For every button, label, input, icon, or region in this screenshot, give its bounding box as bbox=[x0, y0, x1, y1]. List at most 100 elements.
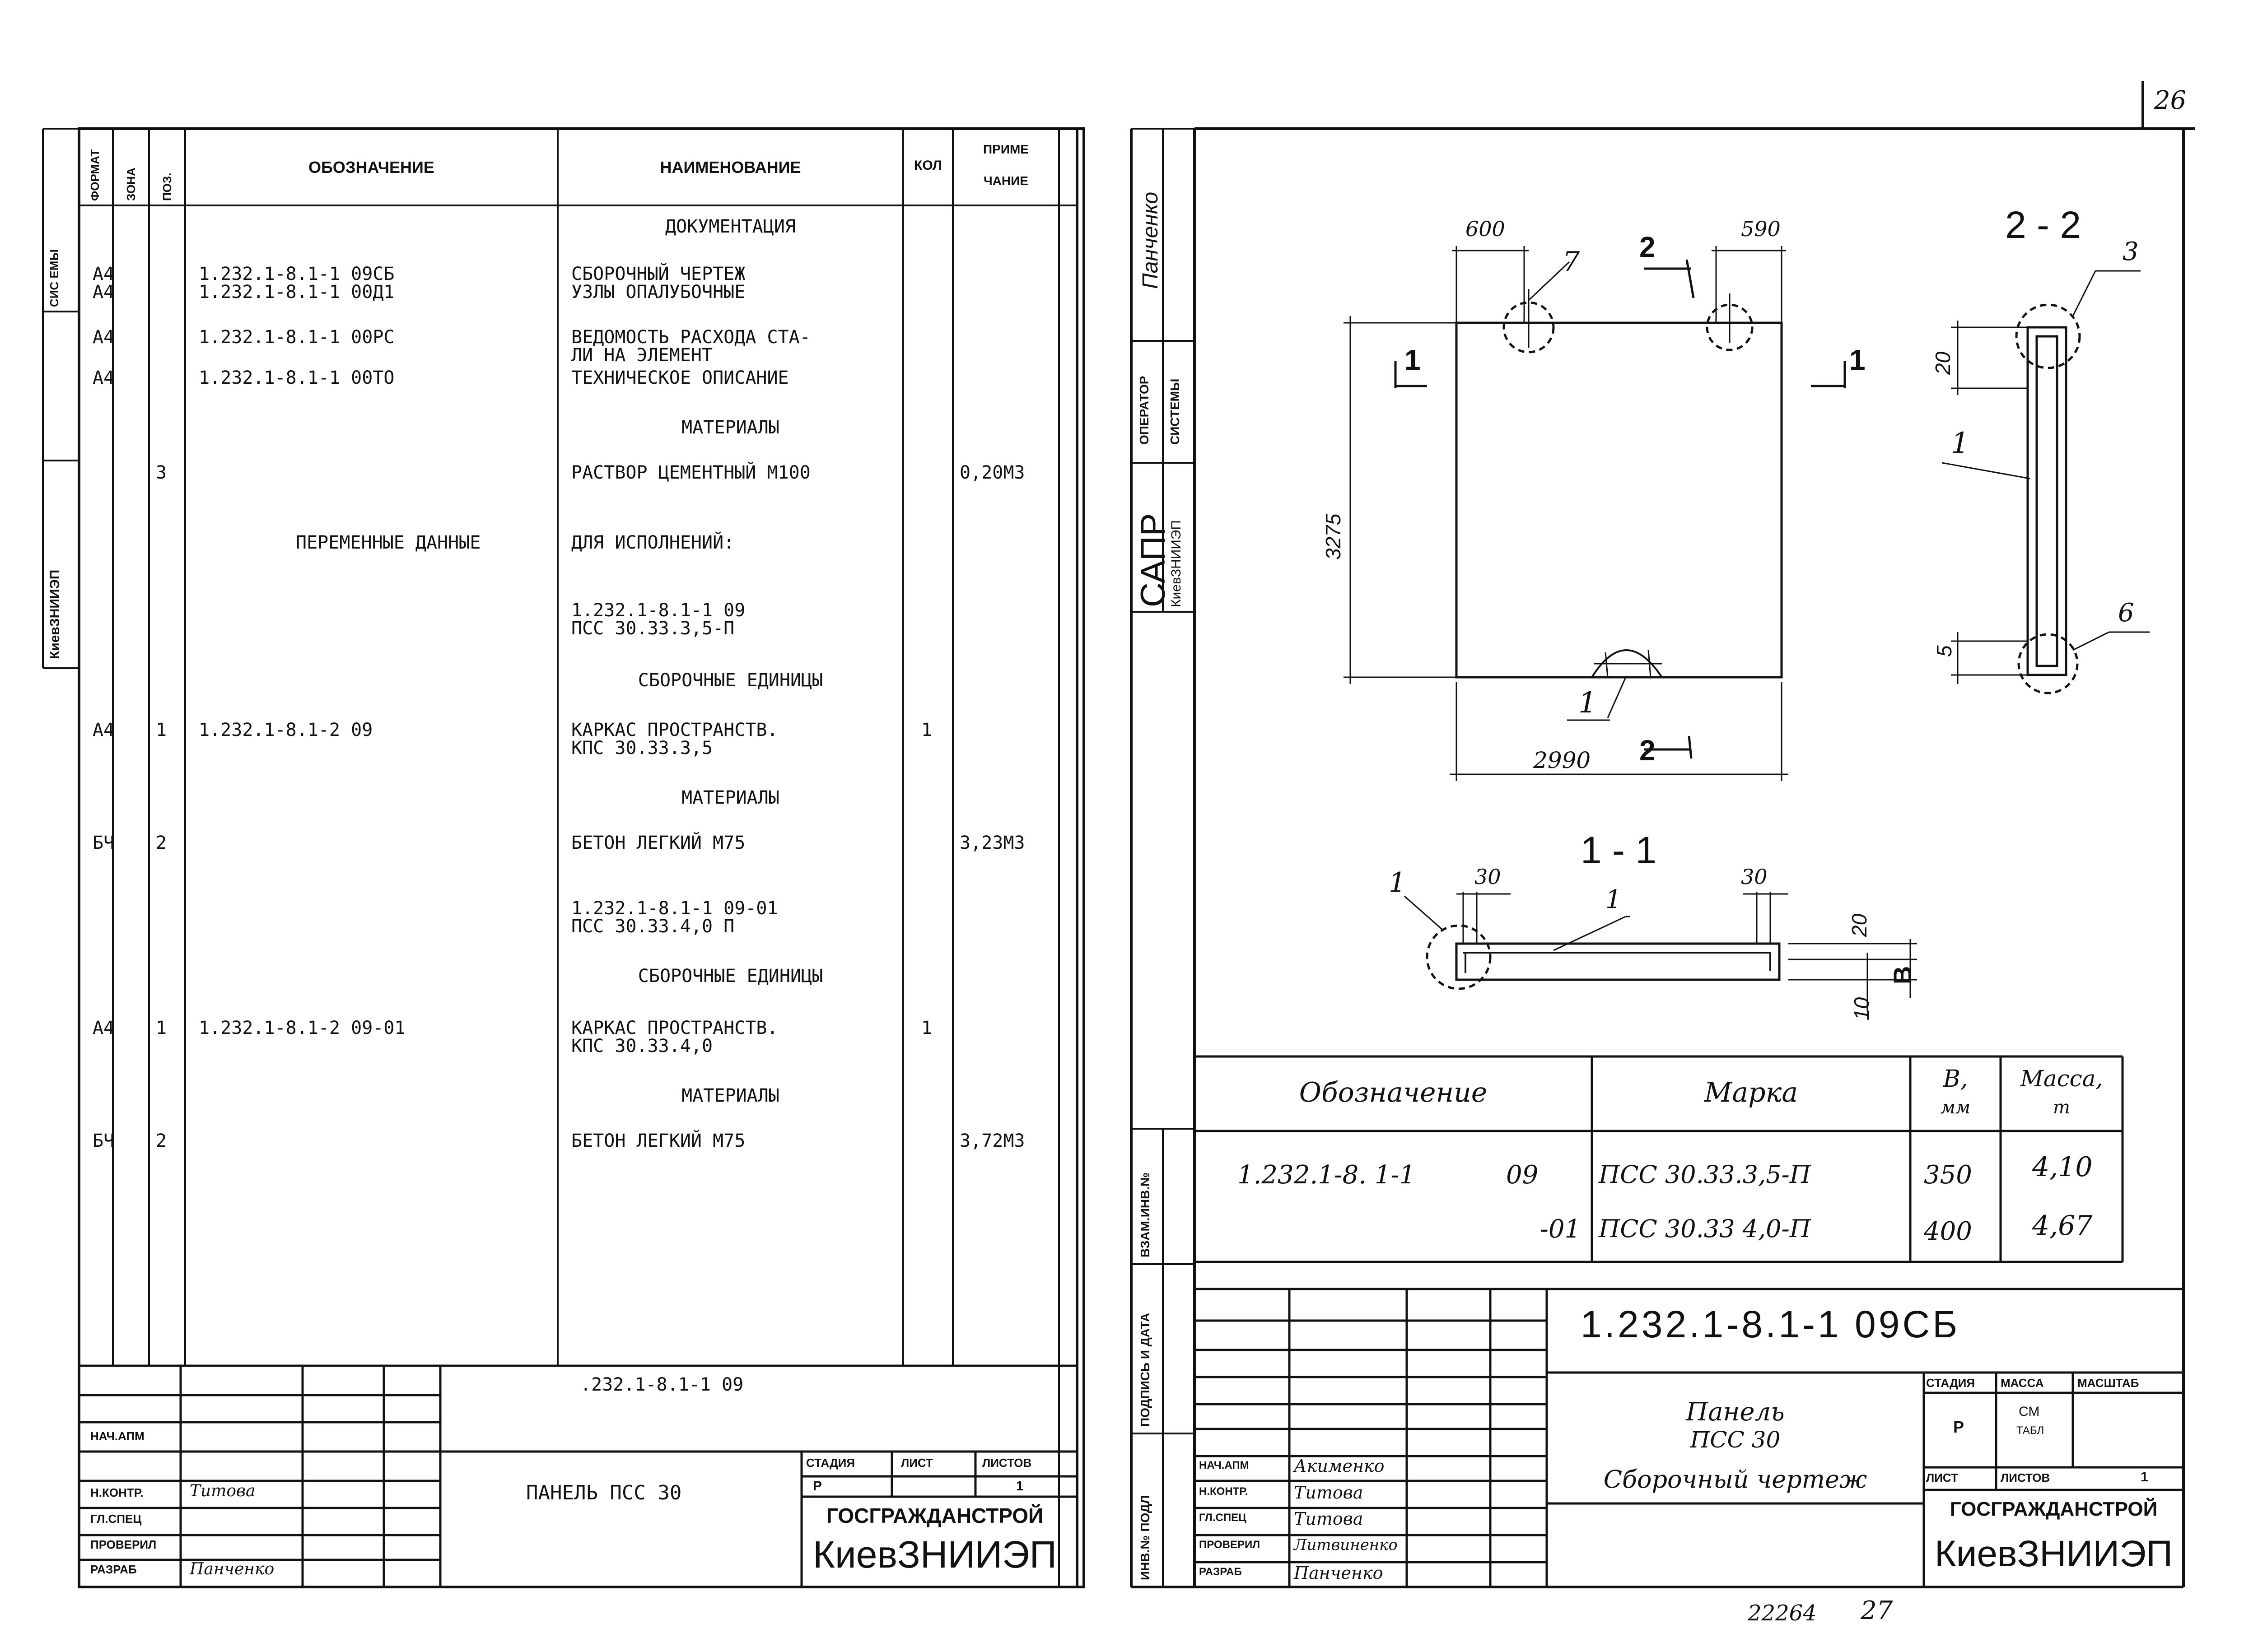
spec-cell-name: ДЛЯ ИСПОЛНЕНИЙ: bbox=[571, 532, 735, 553]
variant-1-mark: ПСС 30.33 4,0-П bbox=[1599, 1215, 1811, 1243]
dim-590: 590 bbox=[1741, 217, 1781, 241]
left-name-1: Титова bbox=[190, 1482, 256, 1500]
section-1-1 bbox=[1404, 892, 1917, 1011]
header-zone: ЗОНА bbox=[124, 168, 138, 201]
right-org-2: КиевЗНИИЭП bbox=[1934, 1533, 2173, 1574]
left-sheets: 1 bbox=[1016, 1479, 1024, 1494]
spec-cell-name: КПС 30.33.3,5 bbox=[571, 738, 713, 759]
spec-cell-pos: 2 bbox=[156, 1131, 167, 1151]
spec-cell-qty: 1 bbox=[921, 1018, 933, 1038]
variants-header-mass-unit: т bbox=[2053, 1097, 2070, 1118]
mark-1-section: 1 bbox=[1951, 427, 1969, 460]
footer-order: 22264 bbox=[1748, 1601, 1817, 1626]
spec-cell-name: КАРКАС ПРОСТРАНСТВ. bbox=[571, 720, 778, 740]
variant-0-mass: 4,10 bbox=[2032, 1151, 2093, 1183]
spec-cell-name: МАТЕРИАЛЫ bbox=[681, 1085, 779, 1106]
spec-cell-designation: 1.232.1-8.1-2 09 bbox=[199, 720, 373, 740]
spec-cell-qty: 1 bbox=[921, 720, 933, 740]
right-sheets-header: ЛИСТОВ bbox=[2001, 1471, 2050, 1484]
spec-cell-format: А4 bbox=[93, 368, 115, 388]
spec-cell-format: А4 bbox=[93, 1018, 115, 1038]
right-role-3: ПРОВЕРИЛ bbox=[1199, 1539, 1260, 1551]
right-title-3: Сборочный чертеж bbox=[1603, 1465, 1867, 1494]
variants-header-b: В, bbox=[1943, 1066, 1968, 1093]
mark-6: 6 bbox=[2118, 598, 2134, 628]
right-stage-header: СТАДИЯ bbox=[1926, 1376, 1975, 1390]
left-sheet-header: ЛИСТ bbox=[901, 1456, 933, 1470]
right-name-1: Титова bbox=[1294, 1483, 1363, 1503]
spec-cell-designation: 1.232.1-8.1-1 09СБ bbox=[199, 264, 395, 284]
right-name-3: Литвиненко bbox=[1294, 1536, 1398, 1554]
spec-cell-pos: 1 bbox=[156, 720, 167, 740]
spec-cell-name: БЕТОН ЛЕГКИЙ М75 bbox=[571, 1131, 746, 1151]
section-mark-2-bottom: 2 bbox=[1639, 734, 1656, 767]
page-number: 26 bbox=[2154, 86, 2187, 115]
variant-0-mark: ПСС 30.33.3,5-П bbox=[1599, 1160, 1811, 1189]
spec-cell-designation: 1.232.1-8.1-1 00ТО bbox=[199, 368, 395, 388]
right-name-0: Акименко bbox=[1294, 1456, 1385, 1476]
variants-header-mass: Масса, bbox=[2020, 1066, 2103, 1092]
dim-20-section: 20 bbox=[1931, 351, 1955, 375]
header-format: ФОРМАТ bbox=[88, 149, 102, 201]
section-mark-2-top: 2 bbox=[1639, 231, 1656, 263]
spec-cell-name: РАСТВОР ЦЕМЕНТНЫЙ М100 bbox=[571, 462, 811, 483]
spec-cell-name: ДОКУМЕНТАЦИЯ bbox=[665, 216, 796, 237]
dim-600: 600 bbox=[1465, 217, 1505, 241]
dim-3275: 3275 bbox=[1321, 513, 1345, 560]
spec-cell-note: 0,20М3 bbox=[960, 462, 1025, 483]
spec-cell-format: БЧ bbox=[93, 833, 115, 853]
spec-cell-format: А4 bbox=[93, 327, 115, 348]
header-pos: ПОЗ. bbox=[160, 172, 174, 201]
spec-cell-name: МАТЕРИАЛЫ bbox=[681, 787, 779, 808]
dim-30-left: 30 bbox=[1474, 865, 1501, 889]
right-name-2: Титова bbox=[1294, 1509, 1363, 1529]
spec-cell-format: БЧ bbox=[93, 1131, 115, 1151]
section-1-1-title: 1 - 1 bbox=[1581, 829, 1657, 871]
dim-B: В bbox=[1888, 966, 1917, 984]
stamp-dept-2: СИСТЕМЫ bbox=[1168, 378, 1182, 445]
side-org-label: КиевЗНИИЭП bbox=[47, 569, 62, 659]
spec-cell-name: ВЕДОМОСТЬ РАСХОДА СТА- bbox=[571, 327, 811, 348]
spec-cell-name: СБОРОЧНЫЕ ЕДИНИЦЫ bbox=[638, 670, 823, 691]
right-title-2: ПСС 30 bbox=[1690, 1427, 1781, 1453]
right-role-0: НАЧ.АПМ bbox=[1199, 1459, 1249, 1471]
mark-7: 7 bbox=[1563, 246, 1580, 278]
dim-10: 10 bbox=[1850, 997, 1873, 1020]
right-role-2: ГЛ.СПЕЦ bbox=[1199, 1512, 1246, 1524]
spec-cell-name: ЛИ НА ЭЛЕМЕНТ bbox=[571, 345, 713, 366]
header-note-2: ЧАНИЕ bbox=[984, 174, 1028, 188]
header-designation: ОБОЗНАЧЕНИЕ bbox=[308, 158, 434, 177]
panel-elevation bbox=[1344, 246, 1846, 781]
right-role-4: РАЗРАБ bbox=[1199, 1566, 1242, 1578]
dim-30-right: 30 bbox=[1741, 865, 1768, 889]
section-mark-1-right: 1 bbox=[1849, 344, 1866, 376]
right-sheet-header: ЛИСТ bbox=[1926, 1471, 1958, 1484]
left-role-3: ПРОВЕРИЛ bbox=[90, 1538, 157, 1551]
mark-1-top: 1 bbox=[1605, 885, 1622, 914]
section-2-2 bbox=[1941, 270, 2150, 694]
left-sheets-header: ЛИСТОВ bbox=[982, 1456, 1032, 1470]
variant-0-suffix: 09 bbox=[1506, 1160, 1539, 1190]
footer-num: 27 bbox=[1861, 1596, 1893, 1625]
variants-header-b-unit: мм bbox=[1940, 1097, 1971, 1118]
dim-5: 5 bbox=[1932, 645, 1956, 657]
spec-cell-name: МАТЕРИАЛЫ bbox=[681, 417, 779, 438]
spec-cell-designation: 1.232.1-8.1-1 00РС bbox=[199, 327, 395, 348]
left-doc-title: ПАНЕЛЬ ПСС 30 bbox=[526, 1481, 682, 1504]
stamp-dept-1: ОПЕРАТОР bbox=[1137, 376, 1151, 445]
side-label-1: ПОДПИСЬ И ДАТА bbox=[1138, 1312, 1152, 1427]
spec-cell-name: СБОРОЧНЫЙ ЧЕРТЕЖ bbox=[571, 264, 746, 284]
left-role-0: НАЧ.АПМ bbox=[90, 1429, 145, 1443]
left-role-4: РАЗРАБ bbox=[90, 1563, 137, 1576]
spec-cell-designation: ПЕРЕМЕННЫЕ ДАННЫЕ bbox=[296, 532, 481, 553]
left-org-2: КиевЗНИИЭП bbox=[812, 1533, 1057, 1576]
spec-cell-format: А4 bbox=[93, 720, 115, 740]
spec-cell-name: СБОРОЧНЫЕ ЕДИНИЦЫ bbox=[638, 966, 823, 987]
mark-1-left: 1 bbox=[1389, 867, 1406, 898]
spec-cell-designation: 1.232.1-8.1-1 00Д1 bbox=[199, 282, 395, 302]
spec-cell-pos: 3 bbox=[156, 462, 167, 483]
right-mass-header: МАССА bbox=[2001, 1376, 2044, 1390]
dim-20-lower: 20 bbox=[1847, 913, 1871, 937]
left-org-1: ГОСГРАЖДАНСТРОЙ bbox=[826, 1504, 1044, 1527]
spec-cell-name: ТЕХНИЧЕСКОЕ ОПИСАНИЕ bbox=[571, 368, 789, 388]
